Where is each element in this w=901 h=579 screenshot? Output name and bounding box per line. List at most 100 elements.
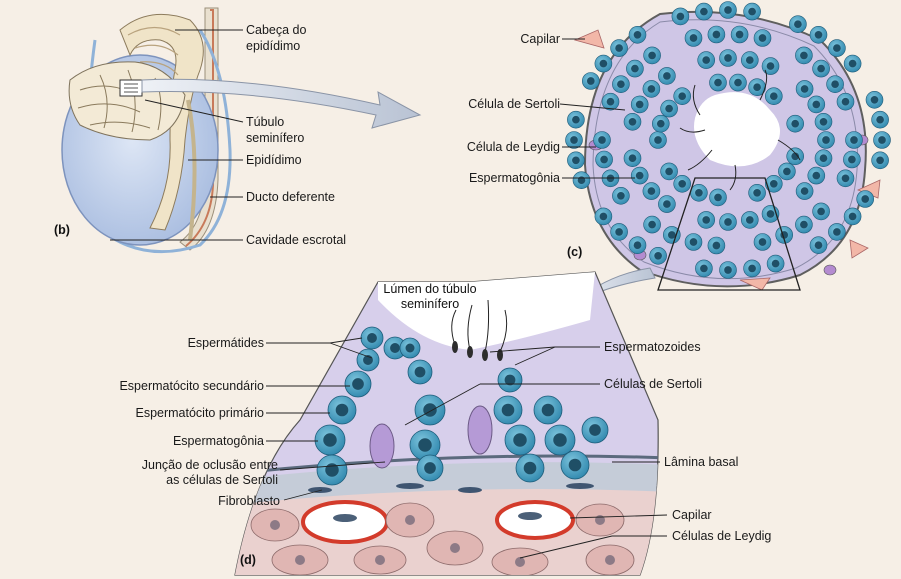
germ-cell-nucleus — [424, 462, 436, 474]
label-epididimo: Epidídimo — [246, 153, 302, 167]
tubule-cell-nucleus — [600, 60, 608, 68]
tubule-cell-nucleus — [767, 210, 775, 218]
tubule-cell-nucleus — [587, 77, 595, 85]
tubule-cell-nucleus — [724, 6, 732, 14]
panel-label-d: (d) — [240, 553, 256, 567]
tubule-cell-nucleus — [817, 208, 825, 216]
germ-cell-nucleus — [390, 343, 400, 353]
tubule-cell-nucleus — [702, 56, 710, 64]
tubule-cell-nucleus — [654, 252, 662, 260]
tubule-cell-nucleus — [800, 52, 808, 60]
germ-cell-nucleus — [367, 333, 377, 343]
tubule-cell-nucleus — [801, 85, 809, 93]
germ-cell-nucleus — [502, 404, 515, 417]
tubule-cell-nucleus — [615, 44, 623, 52]
tubule-cell-nucleus — [724, 218, 732, 226]
tubule-cell-nucleus — [820, 154, 828, 162]
label-celulas-sertoli: Células de Sertoli — [604, 377, 702, 391]
label-juncao-line2: as células de Sertoli — [80, 473, 278, 487]
panel-label-c: (c) — [567, 245, 582, 259]
tubule-cell-nucleus — [617, 192, 625, 200]
tubule-cell-nucleus — [636, 101, 644, 109]
tubule-cell-nucleus — [629, 154, 637, 162]
label-espermatozoides: Espermatozoides — [604, 340, 701, 354]
tubule-cell-nucleus — [842, 98, 850, 106]
tubule-cell-nucleus — [759, 34, 767, 42]
tubule-cell-nucleus — [598, 136, 606, 144]
tubule-cell-nucleus — [734, 79, 742, 87]
tubule-cell-nucleus — [833, 228, 841, 236]
germ-cell-nucleus — [524, 462, 537, 475]
tubule-cell-nucleus — [663, 72, 671, 80]
tubule-cell-nucleus — [578, 176, 586, 184]
tubule-cell-nucleus — [746, 216, 754, 224]
tubule-cell-nucleus — [690, 238, 698, 246]
germ-cell-nucleus — [542, 404, 555, 417]
germ-cell-nucleus — [423, 403, 437, 417]
tubule-cell-nucleus — [876, 116, 884, 124]
germ-cell-nucleus — [406, 344, 415, 353]
label-celulas-leydig: Células de Leydig — [672, 529, 771, 543]
tubule-cell-nucleus — [648, 52, 656, 60]
tubule-cell-nucleus — [600, 213, 608, 221]
tubule-cell-nucleus — [665, 105, 673, 113]
tubule-cell-nucleus — [600, 156, 608, 164]
tubule-cell-nucleus — [617, 80, 625, 88]
tubule-cell-nucleus — [648, 187, 656, 195]
tubule-cell-nucleus — [849, 60, 857, 68]
tubule-cell-nucleus — [746, 56, 754, 64]
germ-cell-nucleus — [589, 424, 601, 436]
tubule-cell-nucleus — [663, 200, 671, 208]
tubule-cell-nucleus — [815, 241, 823, 249]
label-espermatogonia-d: Espermatogônia — [80, 434, 264, 448]
tubule-cell-nucleus — [861, 195, 869, 203]
tubule-cell-nucleus — [831, 80, 839, 88]
tubule-cell-nucleus — [772, 260, 780, 268]
tubule-cell-nucleus — [572, 156, 580, 164]
tubule-cell-nucleus — [702, 216, 710, 224]
tubule-cell-nucleus — [677, 13, 685, 21]
label-capilar-c: Capilar — [470, 32, 560, 46]
tubule-cell-nucleus — [713, 31, 721, 39]
tubule-cell-nucleus — [753, 83, 761, 91]
tubule-cell-nucleus — [695, 189, 703, 197]
tubule-cell-nucleus — [833, 44, 841, 52]
tubule-cell-nucleus — [724, 266, 732, 274]
tubule-cell-nucleus — [634, 31, 642, 39]
tubule-cell-nucleus — [629, 118, 637, 126]
tubule-cell-nucleus — [607, 98, 615, 106]
tubule-cell-nucleus — [822, 136, 830, 144]
label-espermatides: Espermátides — [80, 336, 264, 350]
tubule-cell-nucleus — [801, 187, 809, 195]
tubule-cell-nucleus — [770, 92, 778, 100]
tubule-cell-nucleus — [812, 101, 820, 109]
germ-cell-nucleus — [513, 433, 527, 447]
tubule-cell-nucleus — [876, 156, 884, 164]
label-celula-leydig: Célula de Leydig — [420, 140, 560, 154]
germ-cell-nucleus — [336, 404, 349, 417]
tubule-cell-nucleus — [794, 20, 802, 28]
tubule-cell-nucleus — [817, 65, 825, 73]
tubule-cell-nucleus — [634, 241, 642, 249]
tubule-cell-nucleus — [871, 96, 879, 104]
label-juncao-line1: Junção de oclusão entre — [80, 458, 278, 472]
tubule-cell-nucleus — [700, 8, 708, 16]
tubule-cell-nucleus — [700, 265, 708, 273]
tubule-cell-nucleus — [815, 31, 823, 39]
tubule-cell-nucleus — [615, 228, 623, 236]
tubule-cell-nucleus — [690, 34, 698, 42]
tubule-cell-nucleus — [668, 231, 676, 239]
label-lumen-line2: seminífero — [370, 297, 490, 312]
tubule-cell-nucleus — [665, 168, 673, 176]
tubule-cell-nucleus — [713, 242, 721, 250]
tubule-cell-nucleus — [648, 221, 656, 229]
germ-cell-nucleus — [418, 438, 432, 452]
germ-cell-nucleus — [553, 433, 567, 447]
germ-cell-nucleus — [352, 378, 364, 390]
tubule-cell-nucleus — [800, 221, 808, 229]
label-espermatogonia-c: Espermatogônia — [420, 171, 560, 185]
label-cabeca-epididimo-line1: Cabeça do — [246, 23, 306, 37]
tubule-cell-nucleus — [636, 172, 644, 180]
tubule-cell-nucleus — [570, 136, 578, 144]
label-espermatocito-primario: Espermatócito primário — [80, 406, 264, 420]
